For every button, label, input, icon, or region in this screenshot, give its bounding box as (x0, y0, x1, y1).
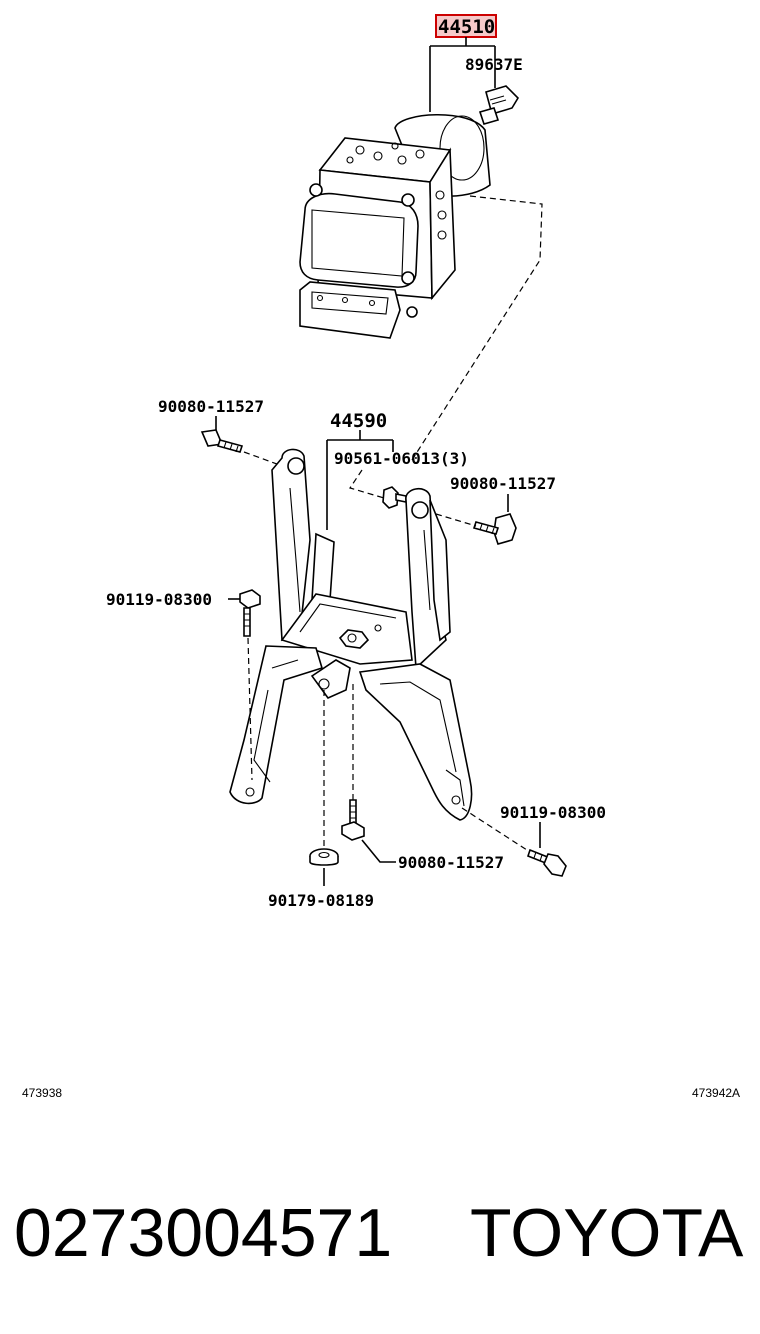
assembly-line-bolt-lr (461, 807, 531, 853)
assembly-line-bolt-ml (247, 637, 253, 781)
nut-icon (382, 486, 407, 509)
abs-actuator-drawing (299, 114, 491, 339)
label-bolt-lower-right[interactable]: 90119-08300 (500, 803, 606, 822)
bolt-icon (341, 799, 365, 841)
bracket-drawing (229, 448, 473, 821)
footer-brand: TOYOTA (470, 1195, 744, 1271)
label-bracket[interactable]: 44590 (330, 410, 387, 432)
leader-bolt-lower-mid (361, 839, 396, 863)
washer-icon (309, 848, 339, 866)
label-nut[interactable]: 90561-06013(3) (334, 449, 469, 468)
bolt-icon (472, 513, 517, 545)
label-bolt-lower-mid[interactable]: 90080-11527 (398, 853, 504, 872)
label-bolt-mid-left[interactable]: 90119-08300 (106, 590, 212, 609)
assembly-line-main (411, 195, 543, 461)
assembly-line-nut (349, 469, 385, 499)
ref-code-left: 473938 (22, 1086, 62, 1100)
assembly-line-bolt-ul (243, 451, 289, 469)
ref-code-right: 473942A (692, 1086, 740, 1100)
label-actuator[interactable]: 44510 (438, 16, 495, 38)
label-sensor[interactable]: 89637E (465, 55, 523, 74)
label-washer[interactable]: 90179-08189 (268, 891, 374, 910)
assembly-line-bolt-ur (435, 513, 477, 527)
leader-actuator (429, 37, 496, 112)
label-bolt-upper-left[interactable]: 90080-11527 (158, 397, 264, 416)
leader-bracket (326, 430, 394, 530)
label-bolt-upper-right[interactable]: 90080-11527 (450, 474, 556, 493)
sensor-icon (478, 85, 520, 125)
footer-part-number: 0273004571 (14, 1195, 392, 1271)
bolt-icon (527, 848, 567, 877)
bolt-icon (239, 589, 261, 637)
bolt-icon (200, 429, 244, 453)
